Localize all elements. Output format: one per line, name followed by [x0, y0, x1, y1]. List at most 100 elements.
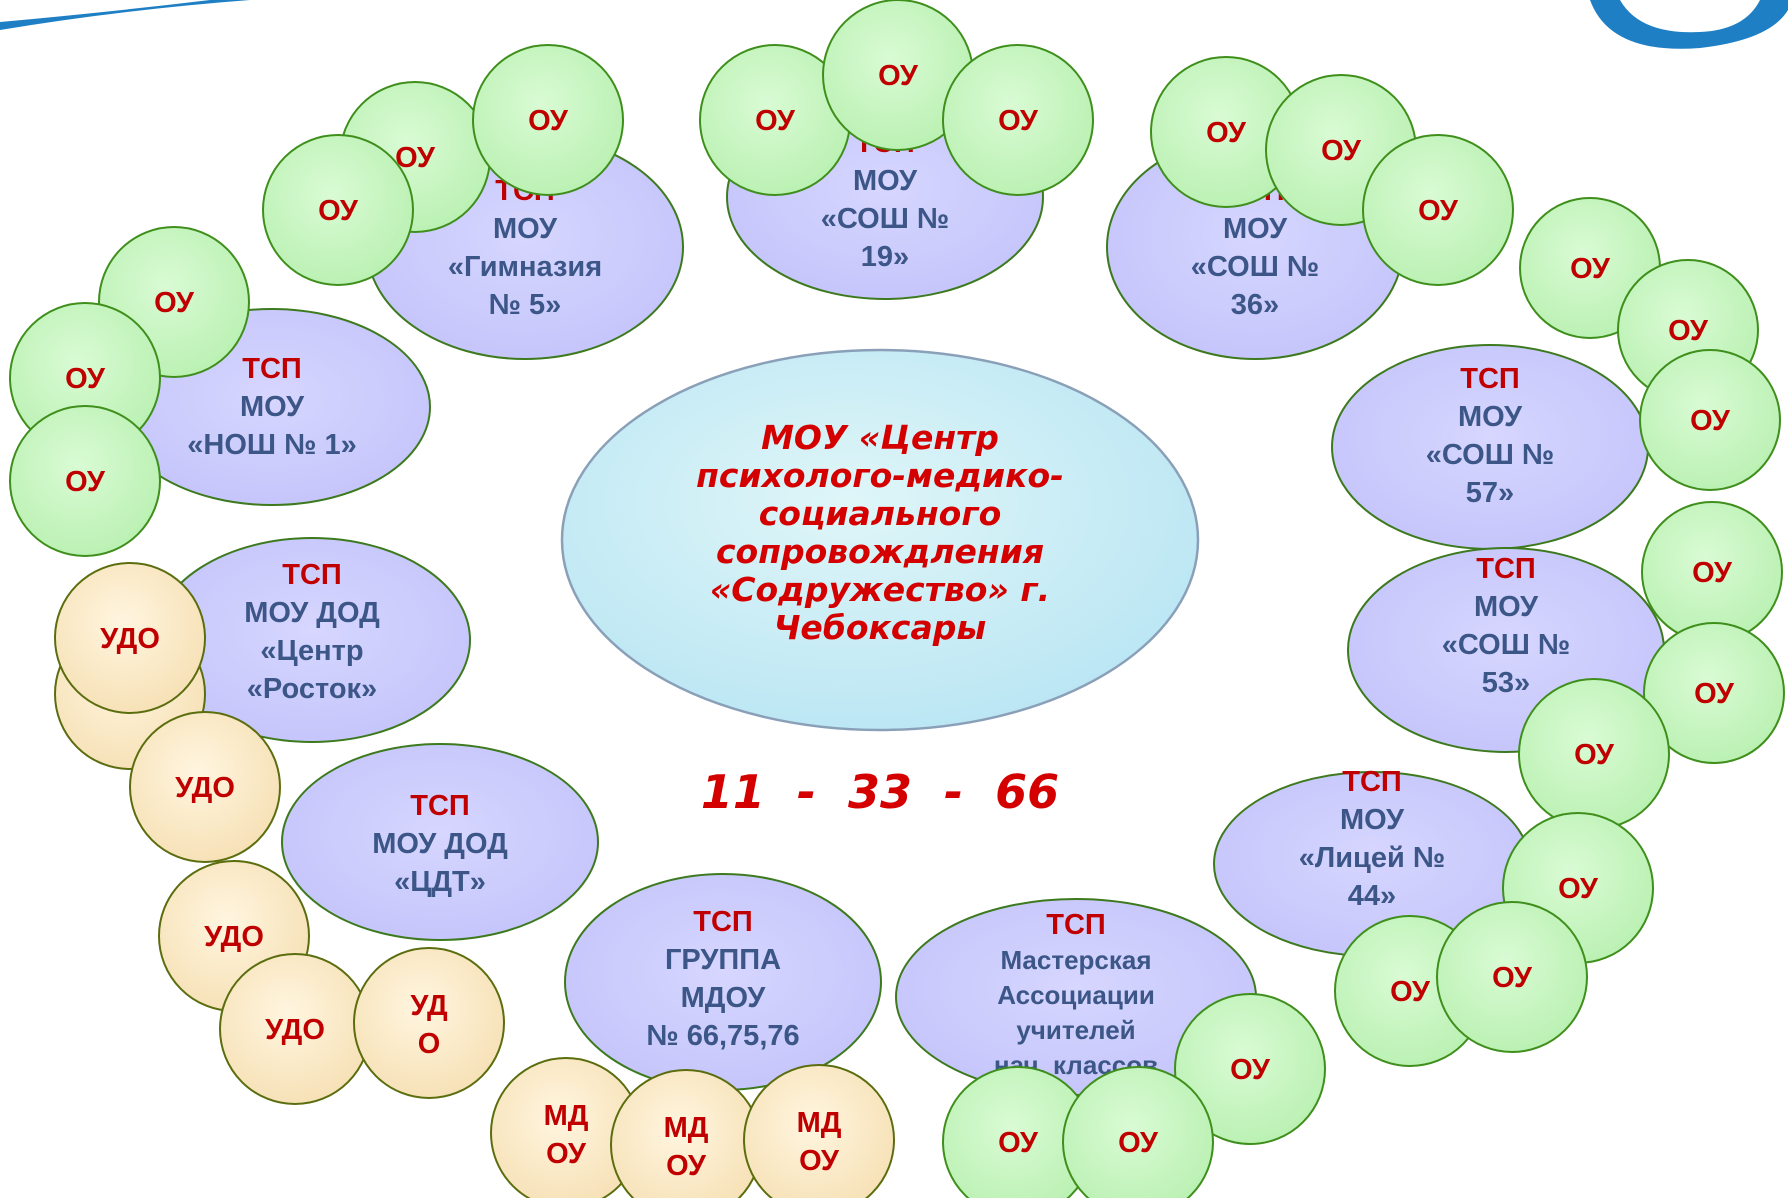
ou-label: ОУ: [318, 195, 359, 227]
tsp-line: № 5»: [489, 289, 562, 321]
tsp-line: МОУ: [240, 391, 305, 423]
tsp-line: ГРУППА: [665, 944, 781, 976]
circle-shape: [1639, 349, 1781, 491]
circle-shape: [743, 1064, 895, 1198]
ou-label: ОУ: [65, 466, 106, 498]
center-title-line: сопровождления: [716, 532, 1044, 571]
udo-label: УДО: [265, 1014, 325, 1046]
center-title-line: социального: [759, 494, 1002, 533]
tsp-header: ТСП: [1476, 553, 1536, 585]
ou-circle: ОУ: [262, 134, 414, 286]
ou-circle: ОУ: [1639, 349, 1781, 491]
ou-label: ОУ: [1690, 405, 1731, 437]
ou-label: ОУ: [65, 363, 106, 395]
tsp-line: «Центр: [260, 635, 363, 667]
tsp-line: «Лицей №: [1299, 842, 1445, 874]
tsp-line: учителей: [1016, 1015, 1135, 1045]
ou-label: ОУ: [1418, 195, 1459, 227]
tsp-line: 44»: [1348, 880, 1396, 912]
tsp-line: МОУ: [1340, 804, 1405, 836]
ou-circle: ОУ: [1436, 901, 1588, 1053]
circle-shape: [353, 947, 505, 1099]
mdou-label: МД: [664, 1112, 709, 1144]
ou-circle: ОУ: [1062, 1066, 1214, 1198]
ou-label: ОУ: [1558, 873, 1599, 905]
tsp-line: «НОШ № 1»: [187, 429, 356, 461]
circle-shape: [1174, 993, 1326, 1145]
center-node: МОУ «Центрпсихолого-медико-социальногосо…: [560, 348, 1200, 732]
tsp-line: МОУ: [493, 213, 558, 245]
tsp-line: «СОШ №: [1442, 629, 1570, 661]
mdou-circle: МДОУ: [743, 1064, 895, 1198]
center-title-line: МОУ «Центр: [761, 418, 999, 457]
ou-circle: ОУ: [472, 44, 624, 196]
tsp-header: ТСП: [282, 559, 342, 591]
ou-label: ОУ: [1574, 739, 1615, 771]
udo-circle: УДО: [54, 562, 206, 714]
udo-label: УДО: [175, 772, 235, 804]
udo-label: УДО: [204, 921, 264, 953]
ou-label: ОУ: [1668, 315, 1709, 347]
ou-label: ОУ: [1230, 1054, 1271, 1086]
counts-line: 11 - 33 - 66: [701, 765, 1059, 819]
ou-circle: ОУ: [822, 0, 974, 151]
mdou-label: ОУ: [546, 1138, 587, 1170]
tsp-header: ТСП: [242, 353, 302, 385]
center-title-line: Чебоксары: [774, 608, 986, 647]
udo-circle: УДО: [353, 947, 505, 1099]
ou-label: ОУ: [395, 142, 436, 174]
tsp-line: 19»: [861, 241, 909, 273]
tsp-line: 36»: [1231, 289, 1279, 321]
ou-label: ОУ: [998, 1127, 1039, 1159]
tsp-line: № 66,75,76: [646, 1020, 799, 1052]
circle-shape: [9, 405, 161, 557]
ou-circle: ОУ: [1150, 56, 1302, 208]
logo-right-fragment: [1590, 0, 1788, 49]
tsp-line: МОУ: [853, 165, 918, 197]
tsp-line: «СОШ №: [1191, 251, 1319, 283]
tsp-line: МОУ ДОД: [372, 828, 508, 860]
ou-circle: ОУ: [1518, 678, 1670, 830]
udo-label: О: [418, 1028, 441, 1060]
center-title-line: «Содружество» г.: [710, 570, 1050, 609]
udo-circle: УДО: [129, 711, 281, 863]
tsp-line: «ЦДТ»: [394, 866, 486, 898]
ou-circle: ОУ: [1641, 501, 1783, 643]
tsp-header: ТСП: [1046, 909, 1106, 941]
ou-label: ОУ: [1692, 557, 1733, 589]
ou-label: ОУ: [878, 60, 919, 92]
mdou-circle: МД ОУ: [490, 1057, 642, 1198]
logo-left-fragment: [0, 0, 250, 30]
tsp-line: Мастерская: [1000, 945, 1151, 975]
mdou-label: МД: [797, 1107, 842, 1139]
tsp-header: ТСП: [693, 906, 753, 938]
ou-circle: ОУ: [1174, 993, 1326, 1145]
tsp-line: Ассоциации: [997, 980, 1155, 1010]
ou-label: ОУ: [1206, 117, 1247, 149]
tsp-header: ТСП: [410, 790, 470, 822]
center-title-line: психолого-медико-: [696, 456, 1064, 495]
ou-label: ОУ: [154, 287, 195, 319]
ou-label: ОУ: [1492, 962, 1533, 994]
udo-label: УДО: [100, 623, 160, 655]
tsp-node-mdou: ТСП ГРУППА МДОУ № 66,75,76: [564, 873, 882, 1091]
mdou-label: ОУ: [666, 1150, 707, 1182]
tsp-line: МДОУ: [681, 982, 767, 1014]
ou-circle: ОУ: [942, 44, 1094, 196]
circle-shape: [1436, 901, 1588, 1053]
circle-shape: [54, 562, 206, 714]
tsp-line: «СОШ №: [821, 203, 949, 235]
circle-shape: [1062, 1066, 1214, 1198]
tsp-header: ТСП: [1342, 766, 1402, 798]
ou-circle: ОУ: [1362, 134, 1514, 286]
ou-label: ОУ: [1694, 678, 1735, 710]
tsp-line: МОУ: [1474, 591, 1539, 623]
ou-label: ОУ: [755, 105, 796, 137]
tsp-node-licei44: ТСП МОУ «Лицей № 44»: [1213, 766, 1531, 957]
tsp-line: МОУ: [1223, 213, 1288, 245]
mdou-label: МД: [544, 1100, 589, 1132]
circle-shape: [129, 711, 281, 863]
